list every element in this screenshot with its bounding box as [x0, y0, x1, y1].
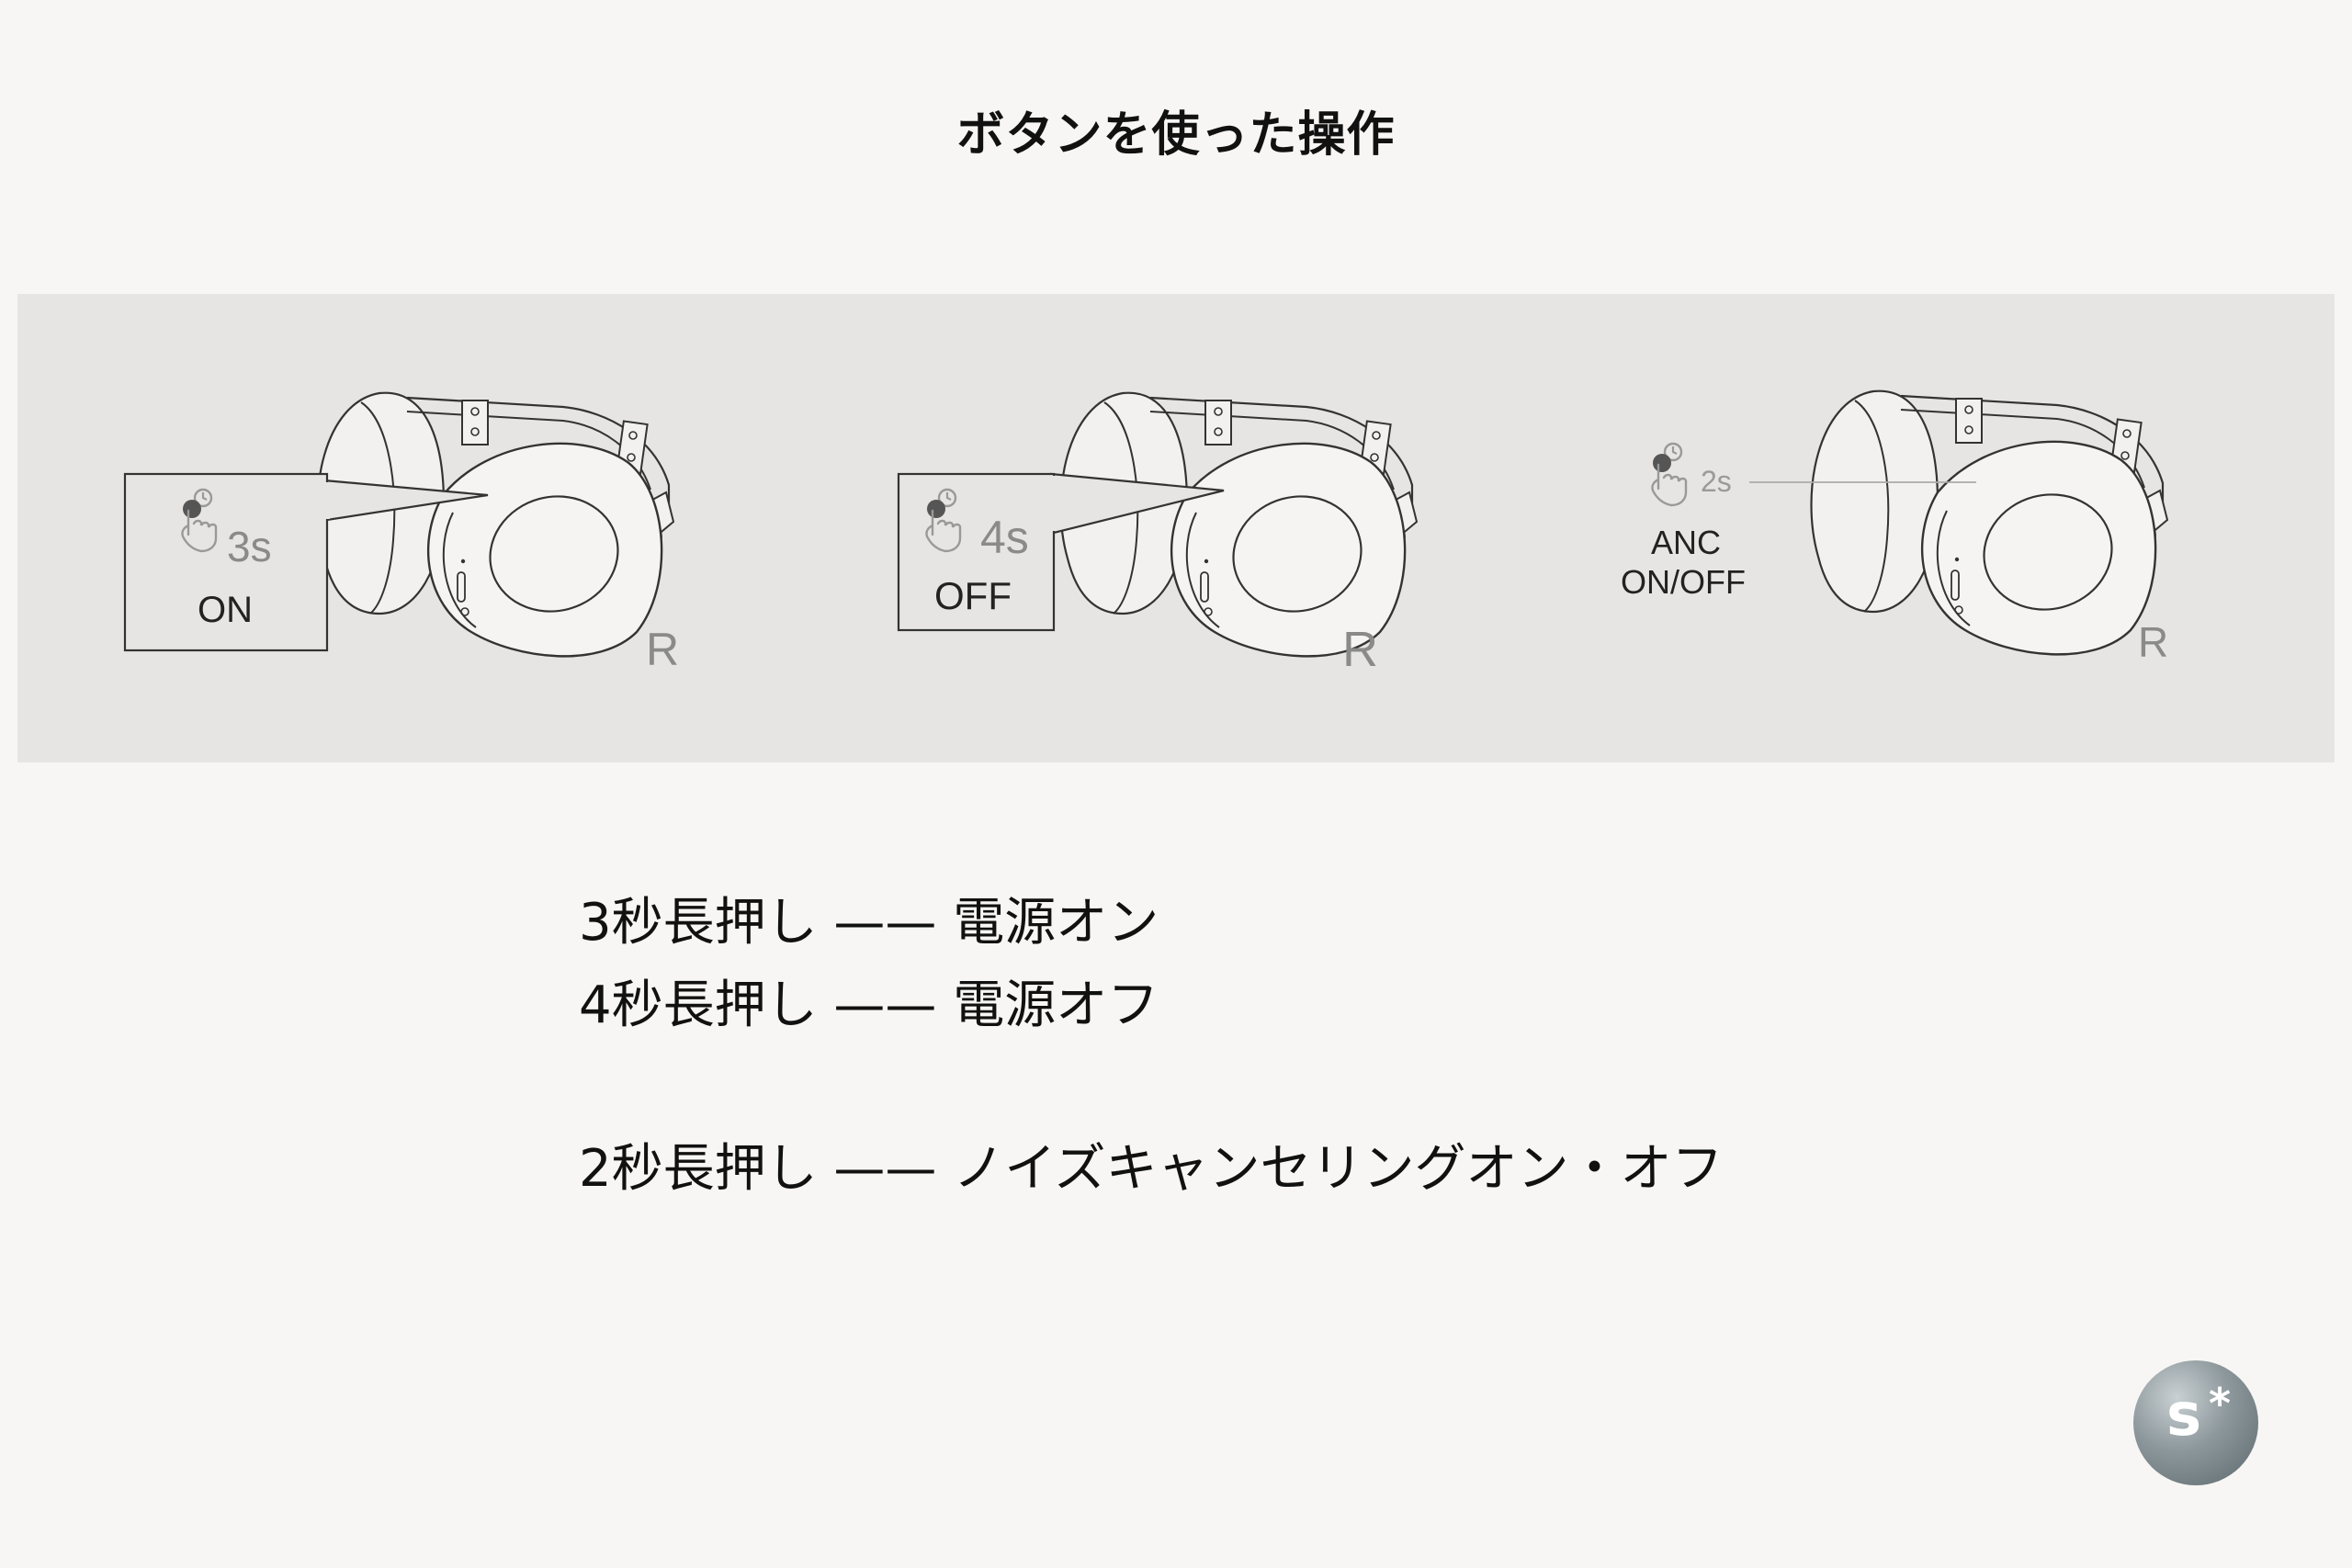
side-label-1: R [646, 624, 680, 675]
brand-logo-star: * [2209, 1379, 2232, 1428]
instruction-power-off: 4秒長押し —— 電源オフ [579, 976, 1159, 1035]
instruction-power-on: 3秒長押し —— 電源オン [579, 893, 1159, 953]
headphone-diagrams [123, 389, 2169, 658]
power-on-label: ON [198, 590, 253, 630]
brand-logo-glyph: s [2166, 1382, 2202, 1450]
power-off-label: OFF [934, 574, 1012, 617]
side-label-3: R [2138, 618, 2169, 666]
touch-hold-icon-3 [1651, 442, 1688, 507]
headphone-illustration-3 [1810, 389, 2169, 656]
duration-label-2: 4s [980, 512, 1029, 563]
brand-logo: s * [2133, 1360, 2258, 1485]
anc-label: ANC [1651, 524, 1722, 561]
headphone-illustration-2 [1059, 391, 1419, 658]
duration-label-3: 2s [1701, 465, 1732, 498]
duration-label-1: 3s [227, 523, 272, 570]
headphone-illustration-1 [316, 391, 675, 658]
anc-onoff-label: ON/OFF [1621, 563, 1746, 601]
side-label-2: R [1342, 622, 1378, 677]
diagram-panel: 3s ON R 4s OFF R 2s ANC ON/OFF R [17, 294, 2335, 762]
page-title: ボタンを使った操作 [956, 107, 1396, 163]
instruction-noise-cancelling: 2秒長押し —— ノイズキャンセリングオン・オフ [579, 1139, 1724, 1199]
instruction-list: 3秒長押し —— 電源オン 4秒長押し —— 電源オフ 2秒長押し —— ノイズ… [579, 882, 1724, 1211]
